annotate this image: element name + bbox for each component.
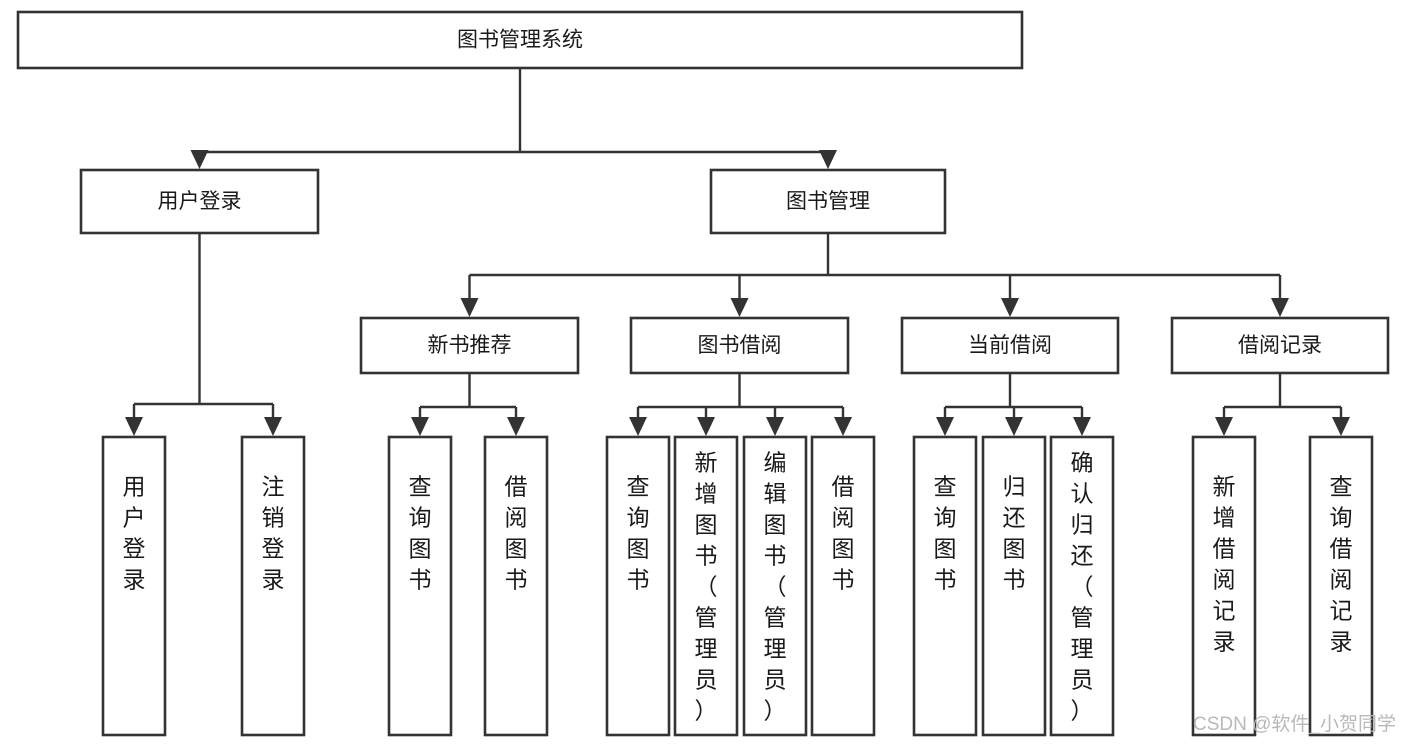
node-label: 当前借阅 (968, 334, 1052, 357)
node-leaf-add-record[interactable]: 新增借阅记录 (1191, 435, 1257, 737)
arrow-head-icon (264, 417, 282, 436)
node-box[interactable] (981, 435, 1047, 737)
node-new-book-rec[interactable]: 新书推荐 (359, 316, 580, 375)
arrow-head-icon (936, 417, 954, 436)
node-box[interactable] (240, 435, 306, 737)
node-box[interactable] (79, 168, 320, 235)
node-leaf-confirm-return[interactable]: 确认归还（管理员） (1049, 435, 1115, 737)
node-label: 图书管理系统 (457, 29, 583, 52)
node-leaf-user-login[interactable]: 用户登录 (101, 435, 167, 737)
node-box[interactable] (629, 316, 850, 375)
node-label: 新增图书（管理员） (695, 450, 718, 724)
arrow-head-icon (1215, 417, 1233, 436)
arrow-head-icon (190, 150, 209, 169)
node-box[interactable] (673, 435, 739, 737)
node-book-borrow[interactable]: 图书借阅 (629, 316, 850, 375)
node-box[interactable] (900, 316, 1120, 375)
node-leaf-borrow-book-1[interactable]: 借阅图书 (483, 435, 549, 737)
node-label: 借阅图书 (832, 474, 855, 593)
node-label: 借阅记录 (1238, 334, 1322, 357)
arrow-head-icon (1005, 417, 1023, 436)
edge-layer (125, 68, 1350, 436)
node-user-login[interactable]: 用户登录 (79, 168, 320, 235)
node-label: 图书管理 (786, 190, 870, 213)
node-root[interactable]: 图书管理系统 (16, 10, 1024, 70)
node-box[interactable] (709, 168, 947, 235)
node-box[interactable] (605, 435, 671, 737)
node-leaf-query-record[interactable]: 查询借阅记录 (1308, 435, 1374, 737)
node-leaf-borrow-book-2[interactable]: 借阅图书 (810, 435, 876, 737)
node-label: 查询借阅记录 (1330, 474, 1353, 655)
arrow-head-icon (819, 150, 837, 169)
node-label: 确认归还（管理员） (1071, 450, 1094, 724)
arrow-head-icon (1271, 298, 1289, 317)
node-label: 图书借阅 (698, 334, 782, 357)
watermark-label: CSDN @软件_小贺同学 (1193, 713, 1396, 735)
node-label: 用户登录 (158, 190, 242, 213)
node-label: 注销登录 (262, 474, 285, 593)
node-box[interactable] (1049, 435, 1115, 737)
node-book-manage[interactable]: 图书管理 (709, 168, 947, 235)
node-borrow-record[interactable]: 借阅记录 (1170, 316, 1390, 375)
node-leaf-return-book[interactable]: 归还图书 (981, 435, 1047, 737)
arrow-head-icon (766, 417, 784, 436)
arrow-head-icon (1073, 417, 1091, 436)
node-current-borrow[interactable]: 当前借阅 (900, 316, 1120, 375)
arrow-head-icon (460, 298, 479, 317)
node-leaf-query-book-3[interactable]: 查询图书 (912, 435, 978, 737)
arrow-head-icon (834, 417, 852, 436)
node-box[interactable] (1308, 435, 1374, 737)
node-box[interactable] (1191, 435, 1257, 737)
node-box[interactable] (483, 435, 549, 737)
node-leaf-edit-book[interactable]: 编辑图书（管理员） (742, 435, 808, 737)
node-box[interactable] (810, 435, 876, 737)
arrow-head-icon (1332, 417, 1350, 436)
node-leaf-logout[interactable]: 注销登录 (240, 435, 306, 737)
arrow-head-icon (730, 298, 749, 317)
node-box[interactable] (742, 435, 808, 737)
arrow-head-icon (1001, 298, 1019, 317)
node-label: 编辑图书（管理员） (764, 450, 787, 724)
node-label: 归还图书 (1003, 474, 1026, 593)
node-layer: 图书管理系统用户登录图书管理新书推荐图书借阅当前借阅借阅记录用户登录注销登录查询… (16, 10, 1390, 737)
arrow-head-icon (125, 417, 143, 436)
node-label: 新书推荐 (428, 334, 512, 357)
node-label: 用户登录 (123, 474, 146, 593)
node-box[interactable] (359, 316, 580, 375)
node-box[interactable] (1170, 316, 1390, 375)
arrow-head-icon (507, 417, 525, 436)
node-leaf-query-book-2[interactable]: 查询图书 (605, 435, 671, 737)
node-label: 查询图书 (934, 474, 957, 593)
node-box[interactable] (912, 435, 978, 737)
arrow-head-icon (629, 417, 647, 436)
node-label: 查询图书 (409, 474, 432, 593)
node-label: 借阅图书 (505, 474, 528, 593)
node-label: 查询图书 (627, 474, 650, 593)
node-label: 新增借阅记录 (1213, 474, 1236, 655)
node-box[interactable] (387, 435, 453, 737)
node-leaf-query-book-1[interactable]: 查询图书 (387, 435, 453, 737)
node-box[interactable] (101, 435, 167, 737)
node-leaf-add-book[interactable]: 新增图书（管理员） (673, 435, 739, 737)
arrow-head-icon (411, 417, 429, 436)
arrow-head-icon (697, 417, 715, 436)
node-box[interactable] (16, 10, 1024, 70)
